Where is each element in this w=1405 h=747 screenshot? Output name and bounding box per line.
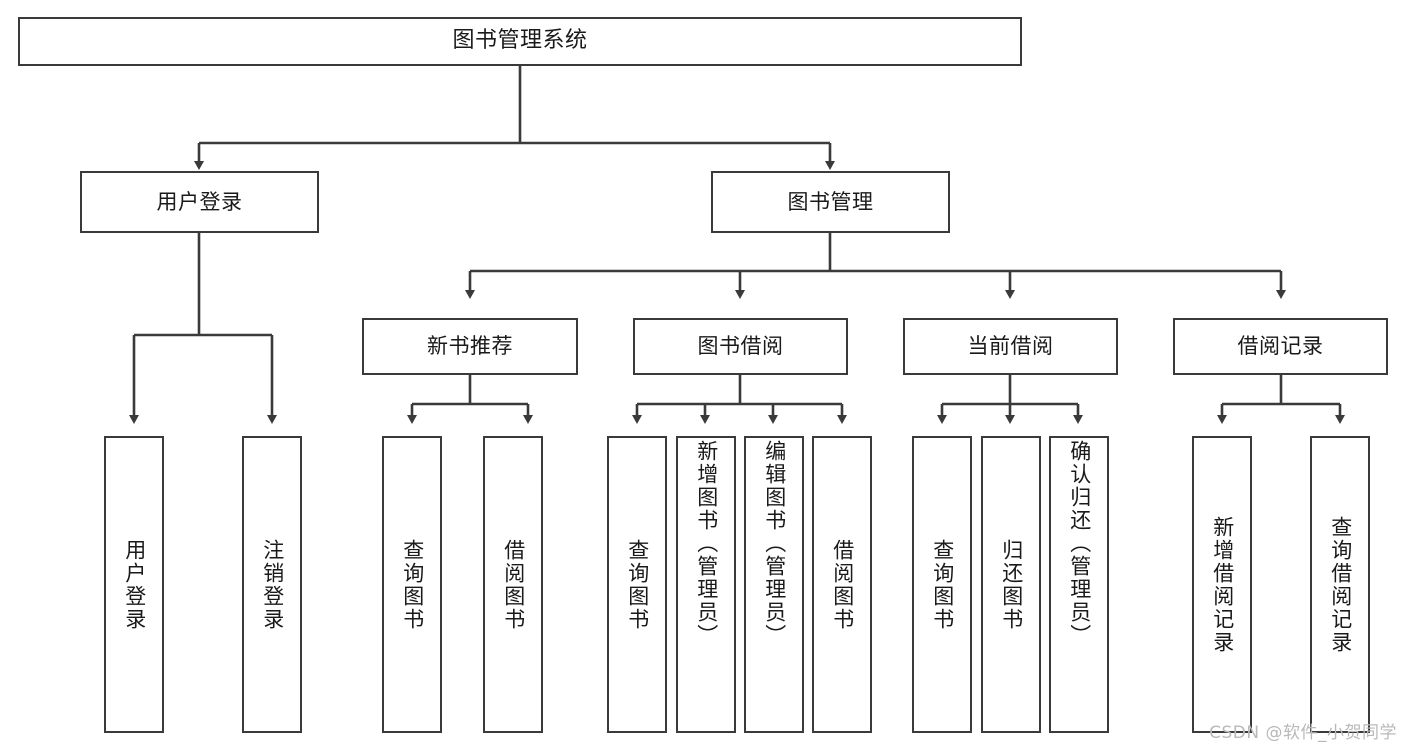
leaf-return-book[interactable]: 归还图书 bbox=[981, 436, 1041, 733]
leaf-edit-book-label: 编辑图书（管理员） bbox=[762, 440, 787, 647]
node-current-borrow[interactable]: 当前借阅 bbox=[903, 318, 1118, 375]
leaf-add-book[interactable]: 新增图书（管理员） bbox=[676, 436, 736, 733]
leaf-borrow-book-1-label: 借阅图书 bbox=[501, 538, 526, 631]
leaf-add-record[interactable]: 新增借阅记录 bbox=[1192, 436, 1252, 733]
node-book-borrow[interactable]: 图书借阅 bbox=[633, 318, 848, 375]
node-book-manage[interactable]: 图书管理 bbox=[711, 171, 950, 233]
node-book-borrow-label: 图书借阅 bbox=[697, 334, 784, 359]
leaf-query-book-1[interactable]: 查询图书 bbox=[382, 436, 442, 733]
leaf-query-book-2-label: 查询图书 bbox=[625, 538, 650, 631]
leaf-query-book-2[interactable]: 查询图书 bbox=[607, 436, 667, 733]
node-root[interactable]: 图书管理系统 bbox=[18, 17, 1022, 66]
leaf-user-login-label: 用户登录 bbox=[122, 538, 147, 631]
leaf-logout-login-label: 注销登录 bbox=[260, 538, 285, 631]
node-root-label: 图书管理系统 bbox=[452, 28, 588, 54]
leaf-confirm-return[interactable]: 确认归还（管理员） bbox=[1049, 436, 1109, 733]
leaf-query-book-3-label: 查询图书 bbox=[930, 538, 955, 631]
node-book-manage-label: 图书管理 bbox=[787, 189, 874, 214]
leaf-query-record[interactable]: 查询借阅记录 bbox=[1310, 436, 1370, 733]
leaf-query-book-1-label: 查询图书 bbox=[400, 538, 425, 631]
node-new-book-recommend[interactable]: 新书推荐 bbox=[362, 318, 578, 375]
leaf-borrow-book-2-label: 借阅图书 bbox=[830, 538, 855, 631]
leaf-add-record-label: 新增借阅记录 bbox=[1210, 515, 1235, 654]
leaf-add-book-label: 新增图书（管理员） bbox=[694, 440, 719, 647]
leaf-confirm-return-label: 确认归还（管理员） bbox=[1067, 440, 1092, 647]
leaf-logout-login[interactable]: 注销登录 bbox=[242, 436, 302, 733]
csdn-watermark: CSDN @软件_小贺同学 bbox=[1209, 723, 1397, 743]
node-user-login-label: 用户登录 bbox=[156, 189, 243, 214]
leaf-query-record-label: 查询借阅记录 bbox=[1328, 515, 1353, 654]
leaf-edit-book[interactable]: 编辑图书（管理员） bbox=[744, 436, 804, 733]
leaf-user-login[interactable]: 用户登录 bbox=[104, 436, 164, 733]
leaf-query-book-3[interactable]: 查询图书 bbox=[912, 436, 972, 733]
node-new-book-recommend-label: 新书推荐 bbox=[427, 334, 513, 359]
leaf-borrow-book-2[interactable]: 借阅图书 bbox=[812, 436, 872, 733]
leaf-borrow-book-1[interactable]: 借阅图书 bbox=[483, 436, 543, 733]
node-borrow-record-label: 借阅记录 bbox=[1237, 334, 1324, 359]
node-current-borrow-label: 当前借阅 bbox=[967, 334, 1054, 359]
node-user-login[interactable]: 用户登录 bbox=[80, 171, 319, 233]
node-borrow-record[interactable]: 借阅记录 bbox=[1173, 318, 1388, 375]
leaf-return-book-label: 归还图书 bbox=[999, 538, 1024, 631]
